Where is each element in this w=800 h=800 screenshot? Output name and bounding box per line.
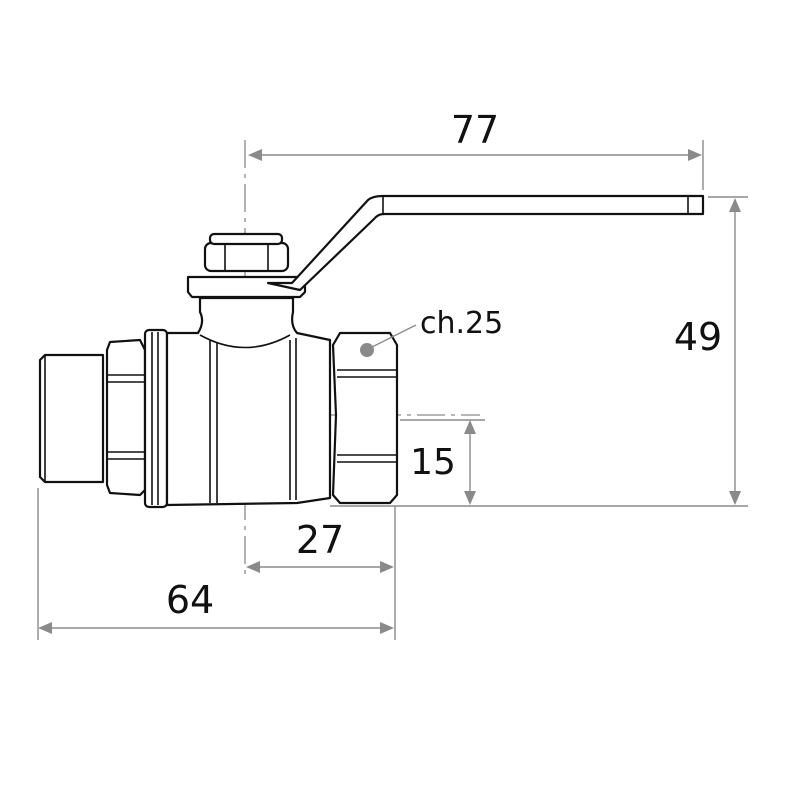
central-body [165, 296, 332, 507]
dimension-overall-height: 49 [674, 198, 741, 505]
hex-size-label: ch.25 [420, 306, 503, 341]
dimension-center-height: 15 [410, 420, 476, 505]
dimension-label-15: 15 [410, 442, 456, 483]
dimension-handle-length: 77 [248, 108, 702, 161]
dimension-label-49: 49 [674, 315, 722, 359]
callout-dot [360, 343, 374, 357]
dimension-overall-length: 64 [38, 578, 394, 634]
dimension-center-to-end: 27 [246, 518, 394, 573]
stem-nut [203, 241, 290, 273]
hex-size-callout: ch.25 [360, 306, 503, 357]
extension-lines [37, 140, 748, 640]
dimension-label-64: 64 [166, 578, 214, 622]
dimension-label-27: 27 [296, 518, 344, 562]
union-ring [143, 328, 169, 509]
dimension-label-77: 77 [451, 108, 499, 152]
lever-handle [266, 194, 705, 292]
valve-body [38, 232, 399, 509]
male-thread-end [38, 353, 105, 484]
right-hex-female-end [331, 331, 399, 505]
left-hex-nut [105, 338, 147, 497]
